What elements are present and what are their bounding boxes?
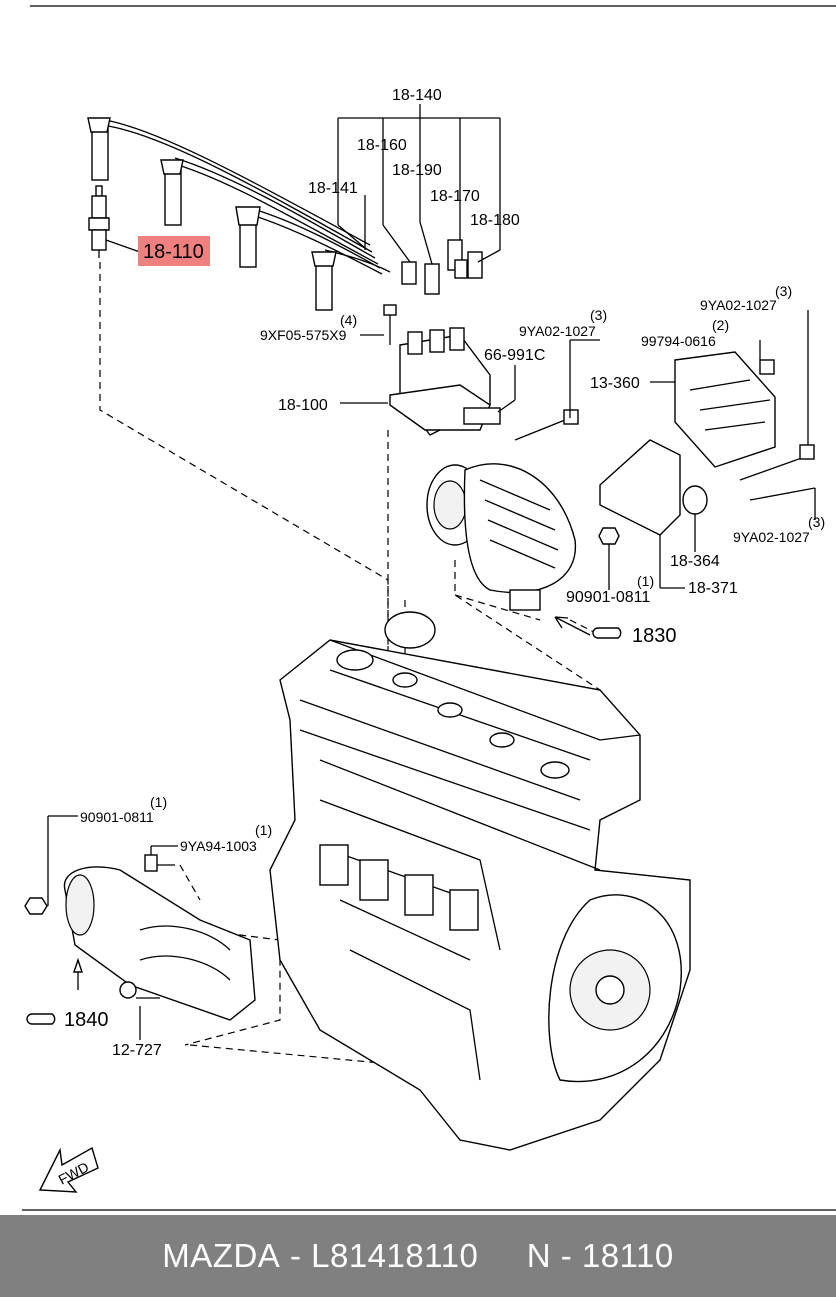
spark-plug — [88, 185, 141, 258]
label-18-371: 18-371 — [688, 580, 738, 597]
label-qty-1-b: (1) — [150, 794, 167, 810]
label-18-190: 18-190 — [392, 162, 442, 179]
label-18-364: 18-364 — [670, 553, 720, 570]
label-18-100: 18-100 — [278, 397, 328, 414]
label-18-110: 18-110 — [143, 241, 204, 263]
ignition-wire-set — [87, 117, 483, 311]
pointer-hand-icon-1830 — [554, 616, 622, 639]
label-90901-0811-b: 90901-0811 — [80, 809, 154, 825]
label-13-360: 13-360 — [590, 375, 640, 392]
engine-block — [269, 611, 691, 1151]
label-9ya02-1027-a: 9YA02-1027 — [519, 323, 596, 339]
ignition-coil — [340, 304, 516, 436]
footer-ref-prefix: N - — [526, 1237, 582, 1274]
label-ref-1830: 1830 — [632, 625, 677, 647]
label-qty-2: (2) — [712, 317, 729, 333]
label-99794-0616: 99794-0616 — [641, 333, 716, 349]
label-qty-3-b: (3) — [775, 283, 792, 299]
label-9ya94-1003: 9YA94-1003 — [180, 838, 257, 854]
alternator — [426, 339, 620, 611]
pointer-hand-icon-1840 — [26, 1013, 56, 1025]
label-18-170: 18-170 — [430, 188, 480, 205]
label-qty-4: (4) — [340, 312, 357, 328]
label-12-727: 12-727 — [112, 1042, 162, 1059]
label-18-160: 18-160 — [357, 137, 407, 154]
footer-separator: - — [280, 1237, 312, 1274]
footer-brand: MAZDA — [162, 1237, 281, 1274]
fwd-arrow-icon — [38, 1146, 99, 1193]
label-18-141: 18-141 — [308, 180, 358, 197]
label-18-140: 18-140 — [392, 87, 442, 104]
label-90901-0811-a: 90901-0811 — [566, 589, 650, 606]
label-18-180: 18-180 — [470, 212, 520, 229]
label-qty-3-a: (3) — [590, 307, 607, 323]
footer-ref-number: 18110 — [581, 1237, 674, 1274]
part-number-footer: MAZDA - L81418110 N - 18110 — [0, 1215, 836, 1297]
label-9ya02-1027-b: 9YA02-1027 — [700, 297, 777, 313]
label-qty-1-a: (1) — [637, 573, 654, 589]
exploded-parts-diagram: 18-140 18-160 18-190 18-141 18-170 18-18… — [22, 5, 836, 1211]
starter-motor — [24, 815, 256, 1040]
label-9xf05-575x9: 9XF05-575X9 — [260, 327, 347, 343]
engine-cover-13-360 — [599, 310, 816, 589]
label-9ya02-1027-c: 9YA02-1027 — [733, 529, 810, 545]
highlight-box-18-110 — [138, 236, 210, 266]
footer-part-number: L81418110 — [311, 1237, 479, 1274]
label-ref-1840: 1840 — [64, 1009, 109, 1031]
label-qty-1-c: (1) — [255, 822, 272, 838]
label-qty-3-c: (3) — [808, 514, 825, 530]
callout-lines-18-140 — [337, 104, 501, 265]
footer-gap — [478, 1237, 526, 1275]
label-66-991c: 66-991C — [484, 347, 545, 364]
